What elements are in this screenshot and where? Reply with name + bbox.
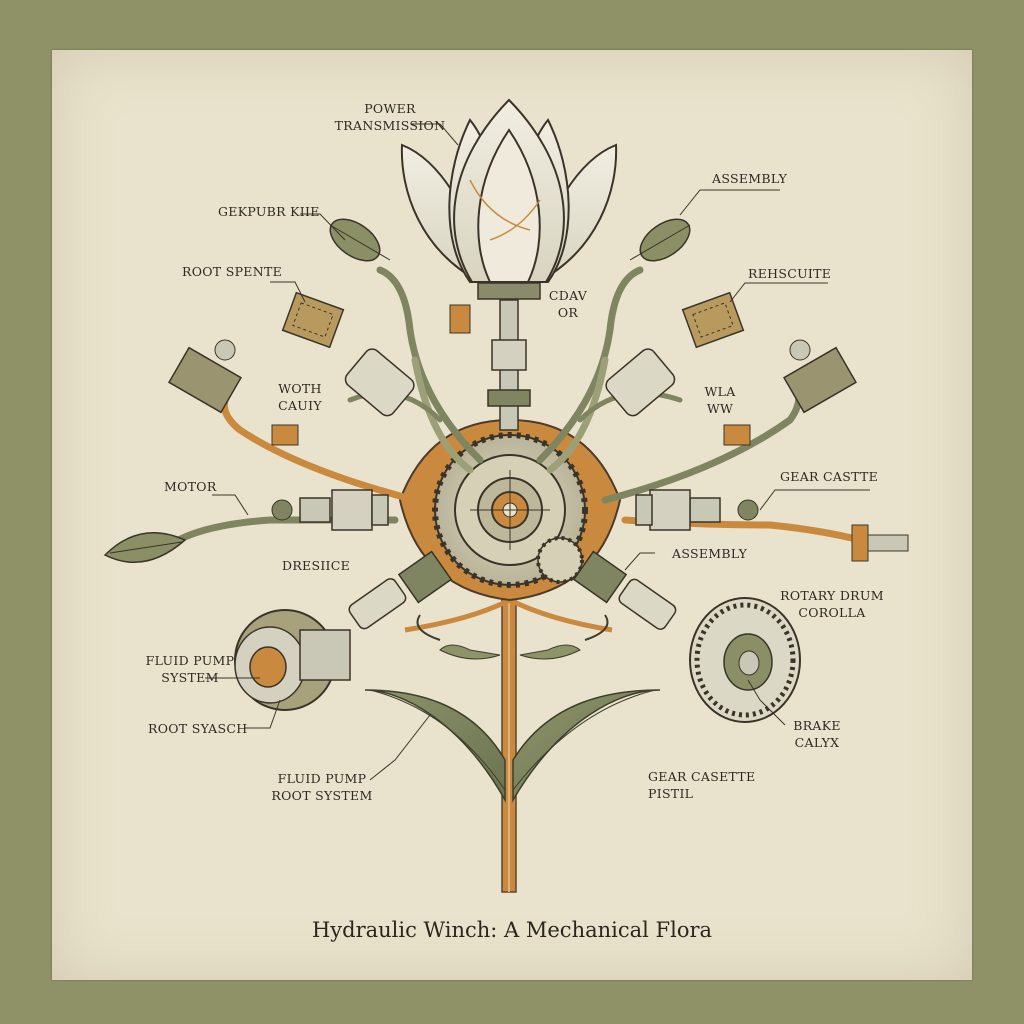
leaf-left (364, 689, 506, 803)
lotus-flower (400, 98, 618, 283)
piston-upper-right (605, 348, 676, 417)
label-root-syasch: ROOT SYASCH (148, 721, 248, 736)
seed-pod-left (103, 532, 187, 563)
valve-left (167, 339, 243, 414)
label-line: WW (706, 401, 734, 416)
fluid-pump-drum (234, 609, 351, 711)
label-dresiice: DRESIICE (282, 558, 351, 573)
label-cdav: CDAV OR (545, 287, 591, 321)
leader-lines (205, 123, 870, 781)
seed-pod-upper-right (629, 218, 691, 262)
label-line: FLUID PUMP (277, 771, 367, 786)
seed-pod-upper-left (329, 218, 391, 262)
connector-small-left (271, 424, 299, 446)
label-line: CAUIY (278, 398, 322, 413)
label-line: ROTARY DRUM (780, 588, 884, 603)
coupling-left (271, 489, 389, 531)
connector-small-right (723, 424, 751, 446)
label-gear-casette-pistil: GEAR CASETTE PISTIL (648, 768, 755, 802)
piston-lower-left (348, 550, 453, 630)
figure-title: Hydraulic Winch: A Mechanical Flora (311, 918, 713, 942)
drive-shaft (477, 282, 541, 431)
connector-top (449, 304, 471, 334)
valve-right (782, 339, 858, 414)
label-rotary-drum-corolla: ROTARY DRUM COROLLA (772, 587, 892, 621)
module-upper-left (281, 291, 345, 349)
label-line: WLA (704, 384, 736, 399)
label-line: POWER (364, 101, 416, 116)
nozzle-right (851, 524, 909, 562)
label-line: CDAV (548, 288, 588, 303)
label-motor: MOTOR (164, 479, 217, 494)
label-root-spente: ROOT SPENTE (182, 264, 283, 279)
label-rehscuite: REHSCUITE (748, 266, 832, 281)
label-line: COROLLA (798, 605, 866, 620)
label-line: GEAR CASETTE (648, 769, 756, 784)
rotary-brake-drum (689, 597, 801, 723)
label-power-transmission: POWER TRANSMISSION (330, 100, 450, 134)
module-upper-right (681, 291, 745, 349)
label-line: WOTH (278, 381, 322, 396)
label-line: SYSTEM (161, 670, 219, 685)
label-assembly-mid: ASSEMBLY (672, 546, 748, 561)
label-assembly-top: ASSEMBLY (712, 171, 788, 186)
label-line: ROOT SYSTEM (271, 788, 373, 803)
lower-branches (404, 597, 613, 660)
leaf-right (512, 689, 661, 803)
label-line: BRAKE (793, 718, 841, 733)
central-gear-hub (398, 418, 622, 602)
label-line: PISTIL (648, 786, 694, 801)
piston-lower-right (572, 550, 677, 630)
piston-upper-left (344, 348, 415, 417)
label-line: FLUID PUMP (145, 653, 235, 668)
label-line: TRANSMISSION (334, 118, 446, 133)
label-wla-ww: WLA WW (700, 383, 740, 417)
label-fluid-pump-system: FLUID PUMP SYSTEM (140, 652, 240, 686)
label-line: OR (557, 305, 579, 320)
label-woth-cauiy: WOTH CAUIY (270, 380, 330, 414)
label-brake-calyx: BRAKE CALYX (782, 717, 852, 751)
label-gear-castte: GEAR CASTTE (780, 469, 879, 484)
label-fluid-pump-root-system: FLUID PUMP ROOT SYSTEM (262, 770, 382, 804)
label-gerpubr-kiie: GEKPUBR KIIE (218, 204, 320, 219)
label-line: CALYX (794, 735, 840, 750)
coupling-right (635, 489, 759, 531)
